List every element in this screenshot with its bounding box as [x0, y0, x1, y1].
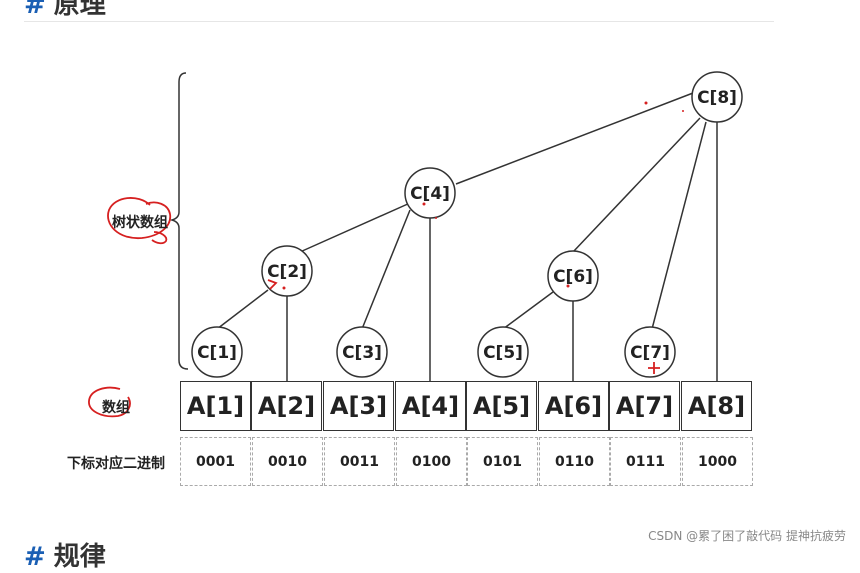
array-label: 数组 [102, 400, 130, 416]
edge-c4-c3 [361, 209, 411, 330]
array-cell: A[7] [609, 381, 680, 431]
tree-node-c1: C[1] [191, 326, 243, 378]
binary-cell: 0010 [252, 437, 323, 486]
annotation-circle-tree [107, 197, 172, 239]
binary-cell: 0110 [539, 437, 610, 486]
tree-node-label: C[5] [483, 343, 523, 363]
binary-cell: 0011 [324, 437, 395, 486]
annotation-mark-c2 [267, 279, 278, 290]
annotation-cross-c7 [648, 362, 660, 374]
array-cell: A[6] [538, 381, 609, 431]
binary-cell: 0111 [610, 437, 681, 486]
binary-cell: 0001 [180, 437, 251, 486]
tree-node-c6: C[6] [547, 250, 599, 302]
tree-node-label: C[2] [267, 262, 307, 282]
tree-node-label: C[3] [342, 343, 382, 363]
edge-c8-c7 [651, 121, 707, 330]
csdn-watermark: CSDN @累了困了敲代码 提神抗疲劳 [648, 529, 846, 543]
array-cell: A[1] [180, 381, 251, 431]
binary-cell: 1000 [682, 437, 753, 486]
annotation-dots [282, 101, 684, 290]
fenwick-tree-diagram: C[1] C[2] C[3] C[4] C[5] C[6] C[7] C[8] [88, 71, 743, 429]
annotation-circle-array [88, 386, 131, 418]
tree-edges [216, 92, 718, 381]
array-cell: A[8] [681, 381, 752, 431]
tree-node-c3: C[3] [336, 326, 388, 378]
tree-node-c5: C[5] [477, 326, 529, 378]
heading-divider [24, 21, 774, 22]
section-heading-principle: #原理 [24, 0, 106, 20]
edge-c8-c4 [455, 92, 694, 185]
tree-node-label: C[6] [553, 267, 593, 287]
edge-c8-c6 [572, 117, 701, 253]
array-cell: A[4] [395, 381, 466, 431]
edge-c6-c5 [502, 291, 554, 330]
tree-node-label: C[1] [197, 343, 237, 363]
edge-c2-c1 [216, 289, 269, 330]
tree-bracket [169, 72, 189, 370]
edge-c4-c2 [299, 202, 411, 253]
tree-node-label: C[4] [410, 184, 450, 204]
section-heading-pattern: #规律 [24, 542, 106, 572]
array-cell: A[3] [323, 381, 394, 431]
annotation-mark-tree [151, 231, 168, 245]
binary-index-label: 下标对应二进制 [67, 456, 165, 472]
binary-cell: 0100 [396, 437, 467, 486]
tree-array-label: 树状数组 [112, 215, 168, 231]
tree-node-c7: C[7] [624, 326, 676, 378]
array-cell: A[2] [251, 381, 322, 431]
tree-node-c8: C[8] [691, 71, 743, 123]
array-cell: A[5] [466, 381, 537, 431]
tree-node-c4: C[4] [404, 167, 456, 219]
binary-cell: 0101 [467, 437, 538, 486]
tree-node-label: C[8] [697, 88, 737, 108]
tree-node-label: C[7] [630, 343, 670, 363]
